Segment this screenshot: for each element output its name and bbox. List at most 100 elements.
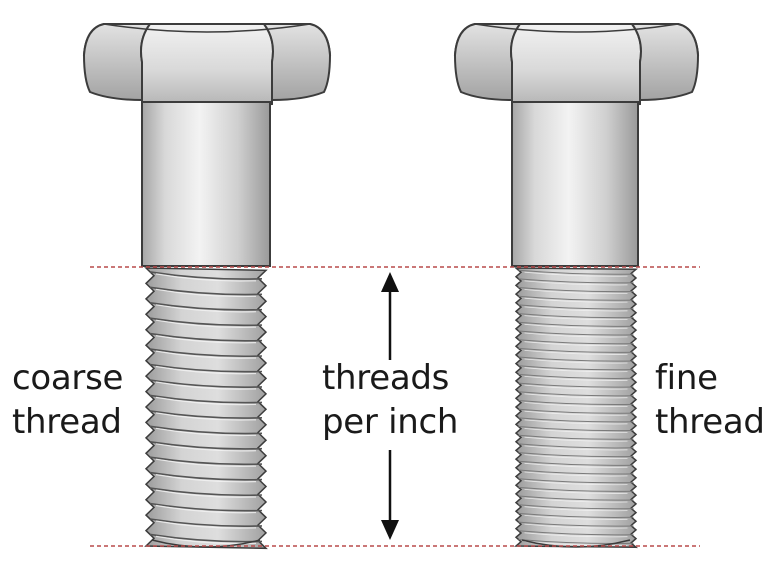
fine-thread-highlight (524, 358, 628, 364)
coarse-thread-crest (149, 379, 263, 388)
fine-thread-crest (518, 504, 634, 510)
fine-thread-highlight (524, 297, 628, 303)
coarse-thread-crest (149, 410, 263, 419)
coarse-thread-highlight (155, 288, 257, 298)
coarse-thread-label-line2: thread (12, 402, 122, 442)
fine-thread-highlight (524, 306, 628, 312)
coarse-thread-highlight (155, 520, 257, 529)
coarse-thread-label-line1: coarse (12, 358, 124, 398)
fine-thread-highlight (524, 523, 628, 529)
fine-thread-highlight (524, 280, 628, 286)
coarse-thread-crest (149, 425, 263, 435)
coarse-thread-crest (149, 348, 263, 358)
fine-thread-crest (518, 391, 634, 397)
fine-thread-highlight (524, 410, 628, 416)
coarse-thread-highlight (155, 458, 257, 467)
fine-thread-crest (518, 417, 634, 423)
fine-thread-highlight (524, 402, 628, 407)
arrow-head-down-icon (381, 520, 399, 540)
fine-thread-crest (518, 460, 634, 466)
fine-thread-highlight (524, 515, 628, 520)
coarse-thread-highlight (155, 443, 257, 452)
fine-bolt-threads (513, 267, 639, 549)
fine-thread-crest (518, 443, 634, 449)
fine-thread-crest (518, 521, 634, 527)
fine-thread-highlight (524, 323, 628, 329)
fine-thread-crest (518, 512, 634, 518)
coarse-thread-highlight (155, 350, 257, 359)
coarse-thread-highlight (155, 304, 257, 313)
fine-thread-crest (518, 408, 634, 414)
fine-thread-highlight (524, 393, 628, 399)
coarse-thread-highlight (155, 273, 257, 282)
fine-thread-highlight (524, 532, 628, 538)
coarse-thread-tip (151, 539, 261, 548)
fine-thread-label-line1: fine (655, 358, 718, 398)
fine-thread-highlight (524, 419, 628, 425)
coarse-thread-highlight (155, 396, 257, 406)
fine-thread-highlight (524, 341, 628, 347)
arrow-head-up-icon (381, 272, 399, 292)
coarse-thread-highlight (155, 474, 257, 483)
fine-thread-crest (518, 278, 634, 284)
coarse-thread-crest (149, 363, 263, 373)
fine-bolt-hex-head (453, 23, 700, 108)
fine-thread-highlight (524, 350, 628, 355)
fine-thread-crest (518, 452, 634, 458)
fine-thread-highlight (524, 428, 628, 434)
fine-thread-highlight (524, 289, 628, 295)
coarse-thread-highlight (155, 412, 257, 421)
fine-thread-highlight (524, 384, 628, 390)
fine-thread-crest (518, 304, 634, 310)
coarse-bolt (82, 23, 332, 550)
fine-thread-crest (518, 339, 634, 345)
fine-thread-highlight (524, 376, 628, 381)
fine-thread-highlight (524, 506, 628, 512)
fine-thread-crest (518, 539, 634, 545)
fine-thread-crest (518, 426, 634, 432)
coarse-thread-crest (149, 441, 263, 450)
fine-thread-highlight (524, 315, 628, 321)
coarse-bolt-shank (141, 101, 271, 267)
fine-thread-highlight (524, 445, 628, 451)
coarse-thread-highlight (155, 365, 257, 375)
fine-thread-crest (518, 530, 634, 536)
threads-per-inch-label: threads per inch (322, 356, 458, 444)
fine-thread-label-line2: thread (655, 402, 765, 442)
coarse-thread-crest (149, 271, 263, 280)
threads-per-inch-label-line1: threads (322, 358, 450, 398)
fine-thread-crest (518, 469, 634, 475)
coarse-thread-crest (149, 471, 263, 481)
coarse-thread-highlight (155, 427, 257, 437)
fine-thread-crest (518, 382, 634, 388)
fine-thread-highlight (524, 454, 628, 460)
coarse-thread-highlight (155, 504, 257, 514)
coarse-thread-crest (149, 518, 263, 527)
coarse-thread-label: coarse thread (12, 356, 123, 444)
threads-per-inch-label-line2: per inch (322, 402, 459, 442)
coarse-thread-crest (149, 302, 263, 311)
coarse-bolt-hex-head (82, 23, 332, 108)
coarse-thread-highlight (155, 335, 257, 344)
coarse-thread-highlight (155, 489, 257, 498)
coarse-thread-crest (149, 456, 263, 466)
fine-thread-highlight (524, 367, 628, 373)
fine-thread-highlight (524, 471, 628, 477)
fine-thread-crest (518, 373, 634, 379)
fine-thread-crest (518, 434, 634, 440)
fine-thread-crest (518, 330, 634, 336)
fine-bolt (453, 23, 700, 549)
coarse-thread-crest (149, 317, 263, 327)
coarse-thread-crest (149, 286, 263, 296)
fine-thread-highlight (524, 489, 628, 494)
fine-thread-highlight (524, 462, 628, 468)
fine-thread-crest (518, 347, 634, 353)
fine-thread-highlight (524, 497, 628, 503)
fine-thread-highlight (524, 436, 628, 442)
fine-thread-crest (518, 269, 634, 275)
coarse-thread-crest (149, 394, 263, 404)
coarse-thread-crest (149, 487, 263, 497)
fine-thread-crest (518, 321, 634, 327)
fine-thread-crest (518, 295, 634, 301)
